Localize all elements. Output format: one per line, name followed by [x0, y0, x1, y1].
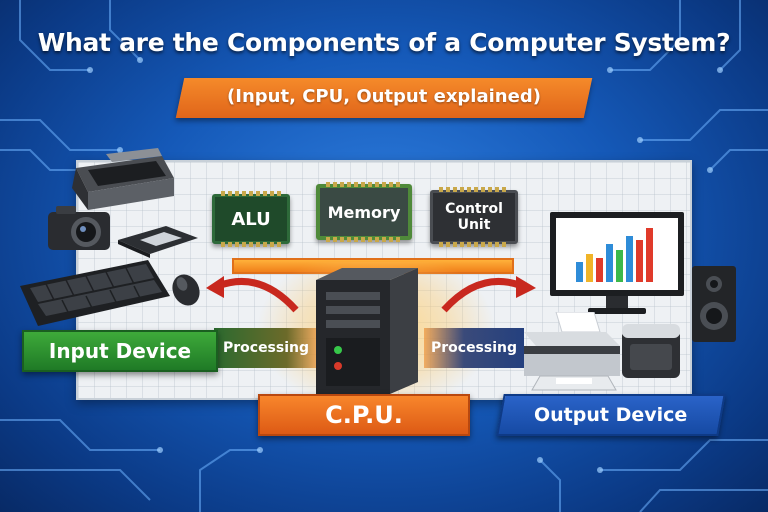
control-unit-chip: Control Unit — [430, 187, 518, 247]
page-subtitle: (Input, CPU, Output explained) — [227, 86, 541, 107]
page-title: What are the Components of a Computer Sy… — [37, 28, 731, 57]
control-unit-label-line1: Control — [445, 201, 503, 217]
cpu-label: C.P.U. — [258, 394, 470, 436]
keyboard-icon — [20, 260, 170, 326]
cpu-text: C.P.U. — [325, 401, 403, 429]
output-device-text: Output Device — [534, 404, 688, 426]
memory-label: Memory — [327, 202, 401, 222]
processing-band-right: Processing — [424, 328, 524, 368]
speaker-icon — [692, 266, 736, 342]
memory-chip: Memory — [316, 182, 412, 242]
camera-icon — [48, 206, 110, 250]
output-device-label: Output Device — [496, 394, 726, 436]
monitor-icon — [550, 212, 684, 314]
alu-label: ALU — [231, 208, 271, 230]
output-device-icon — [622, 324, 680, 378]
cpu-tower-icon — [316, 268, 418, 394]
touchpad-icon — [118, 226, 198, 258]
alu-chip: ALU — [212, 191, 290, 247]
mouse-icon — [172, 274, 200, 306]
input-device-text: Input Device — [48, 339, 192, 363]
arrow-left-icon — [206, 276, 299, 313]
processing-label-left: Processing — [222, 340, 310, 356]
arrow-right-icon — [441, 276, 536, 313]
scanner-icon — [72, 148, 174, 210]
processing-label-right: Processing — [430, 340, 518, 356]
input-device-label: Input Device — [22, 330, 218, 372]
printer-icon — [524, 312, 620, 391]
processing-band-left: Processing — [214, 328, 318, 368]
control-unit-label-line2: Unit — [457, 217, 491, 233]
